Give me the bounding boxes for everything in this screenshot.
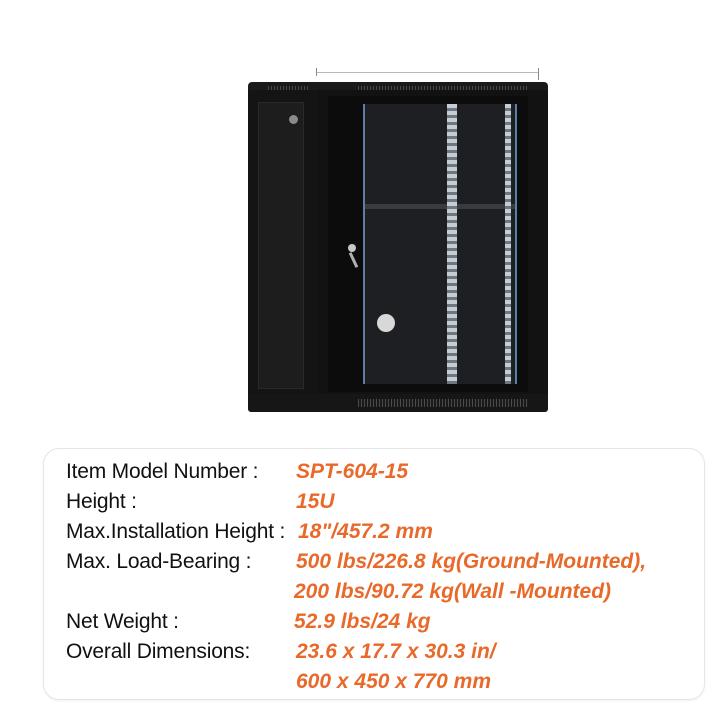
mounting-rail	[447, 104, 457, 384]
spec-value: 500 lbs/226.8 kg(Ground-Mounted),	[296, 550, 647, 573]
cable-entry-hole	[377, 314, 395, 332]
spec-value: 18"/457.2 mm	[298, 520, 433, 543]
side-panel-inset	[258, 102, 304, 389]
spec-label: Net Weight :	[66, 610, 179, 633]
spec-row-dimensions-cont: 600 x 450 x 770 mm	[44, 667, 704, 697]
spec-value: 23.6 x 17.7 x 30.3 in/	[296, 640, 496, 663]
spec-value: 200 lbs/90.72 kg(Wall -Mounted)	[294, 580, 612, 603]
side-lock-icon	[289, 115, 298, 124]
spec-label: Max. Load-Bearing :	[66, 550, 252, 573]
door-lock-icon	[348, 244, 356, 252]
product-image	[248, 68, 548, 432]
spec-row-load-bearing-cont: 200 lbs/90.72 kg(Wall -Mounted)	[44, 577, 704, 607]
spec-label: Height :	[66, 490, 137, 513]
spec-label: Max.Installation Height :	[66, 520, 286, 543]
cabinet-side-panel	[248, 90, 318, 408]
spec-value: 15U	[296, 490, 335, 513]
dimension-tick	[538, 68, 539, 80]
spec-row-height: Height : 15U	[44, 487, 704, 517]
spec-label: Item Model Number :	[66, 460, 259, 483]
shelf	[365, 204, 515, 209]
spec-label: Overall Dimensions:	[66, 640, 251, 663]
cabinet-front	[318, 90, 548, 408]
spec-row-model: Item Model Number : SPT-604-15	[44, 457, 704, 487]
bottom-vent	[358, 399, 528, 407]
spec-value: 52.9 lbs/24 kg	[294, 610, 431, 633]
spec-row-dimensions: Overall Dimensions: 23.6 x 17.7 x 30.3 i…	[44, 637, 704, 667]
spec-value: 600 x 450 x 770 mm	[296, 670, 491, 693]
spec-row-net-weight: Net Weight : 52.9 lbs/24 kg	[44, 607, 704, 637]
glass-door	[328, 96, 528, 392]
spec-value: SPT-604-15	[296, 460, 409, 483]
glass-pane	[363, 104, 517, 384]
dimension-tick	[316, 68, 317, 76]
spec-row-installation-height: Max.Installation Height : 18"/457.2 mm	[44, 517, 704, 547]
spec-row-load-bearing: Max. Load-Bearing : 500 lbs/226.8 kg(Gro…	[44, 547, 704, 577]
spec-card: Item Model Number : SPT-604-15 Height : …	[43, 448, 705, 700]
dimension-line-width	[316, 72, 538, 73]
mounting-rail	[505, 104, 511, 384]
cabinet-bottom	[248, 394, 548, 412]
key-icon	[348, 252, 359, 268]
